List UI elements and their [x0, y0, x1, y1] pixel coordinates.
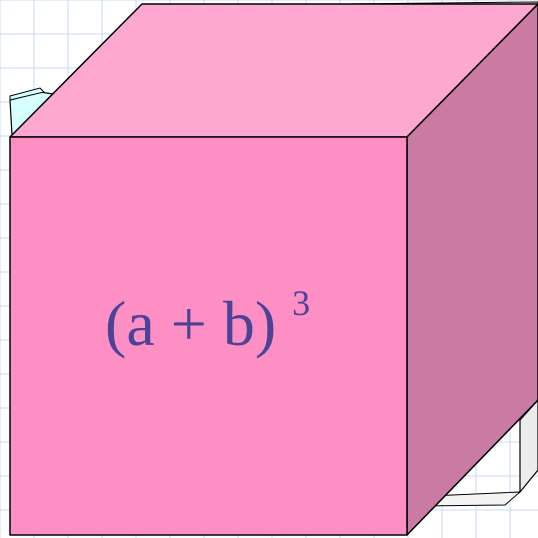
formula-base: (a + b) — [105, 288, 276, 359]
cube-formula: (a + b) 3 — [105, 283, 310, 359]
back-block-cyan-top — [9, 87, 45, 101]
cube — [9, 3, 538, 536]
formula-exponent: 3 — [292, 283, 310, 323]
cube-front-face — [9, 136, 408, 536]
